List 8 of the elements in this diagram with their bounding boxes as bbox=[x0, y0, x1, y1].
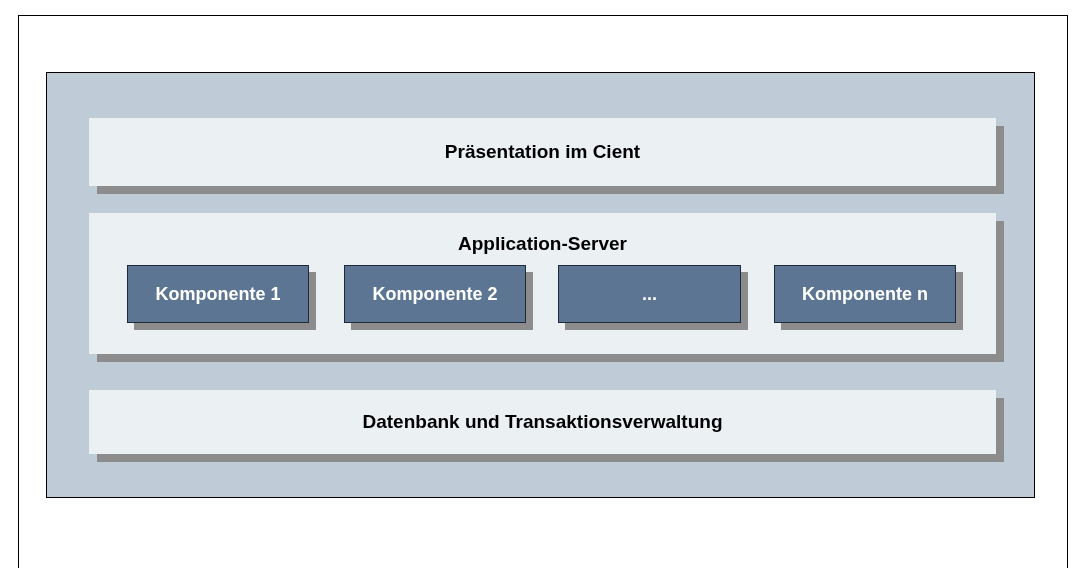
container-panel bbox=[46, 72, 1035, 498]
component-label: Komponente 2 bbox=[372, 283, 498, 305]
layer-title: Präsentation im Cient bbox=[443, 141, 642, 163]
layer-title: Application-Server bbox=[457, 233, 628, 255]
layer-title: Datenbank und Transaktionsverwaltung bbox=[361, 411, 724, 433]
component-label: Komponente 1 bbox=[155, 283, 281, 305]
component-label: ... bbox=[642, 283, 657, 305]
component-label: Komponente n bbox=[802, 283, 928, 305]
